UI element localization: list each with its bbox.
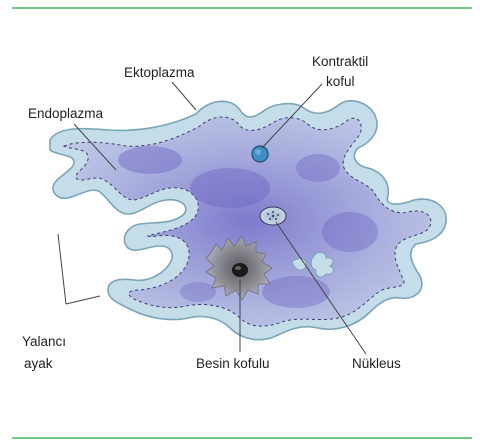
- label-ektoplazma: Ektoplazma: [124, 65, 195, 80]
- endoplasm-shade-3: [296, 154, 340, 182]
- food-particle-highlight: [235, 266, 241, 270]
- endoplasm-shade-1: [118, 146, 182, 174]
- label-endoplazma: Endoplazma: [28, 106, 104, 121]
- label-kontraktil-line1: Kontraktil: [312, 54, 368, 69]
- endoplasm-shade-4: [322, 212, 378, 252]
- leader-ektoplazma: [172, 82, 196, 110]
- leader-yalanci-2: [66, 296, 100, 304]
- endoplasm-shade-5: [262, 276, 330, 308]
- food-particle: [232, 263, 248, 277]
- label-yalanci-line2: ayak: [24, 356, 53, 371]
- contractile-vacuole-highlight: [255, 149, 261, 155]
- label-nukleus: Nükleus: [352, 356, 401, 371]
- endoplasm-shade-6: [180, 282, 216, 302]
- label-yalanci-line1: Yalancı: [22, 334, 66, 349]
- label-kontraktil-line2: koful: [326, 74, 355, 89]
- label-besin-kofulu: Besin kofulu: [196, 356, 270, 371]
- leader-yalanci-1: [58, 234, 66, 304]
- endoplasm-shade-2: [190, 168, 270, 208]
